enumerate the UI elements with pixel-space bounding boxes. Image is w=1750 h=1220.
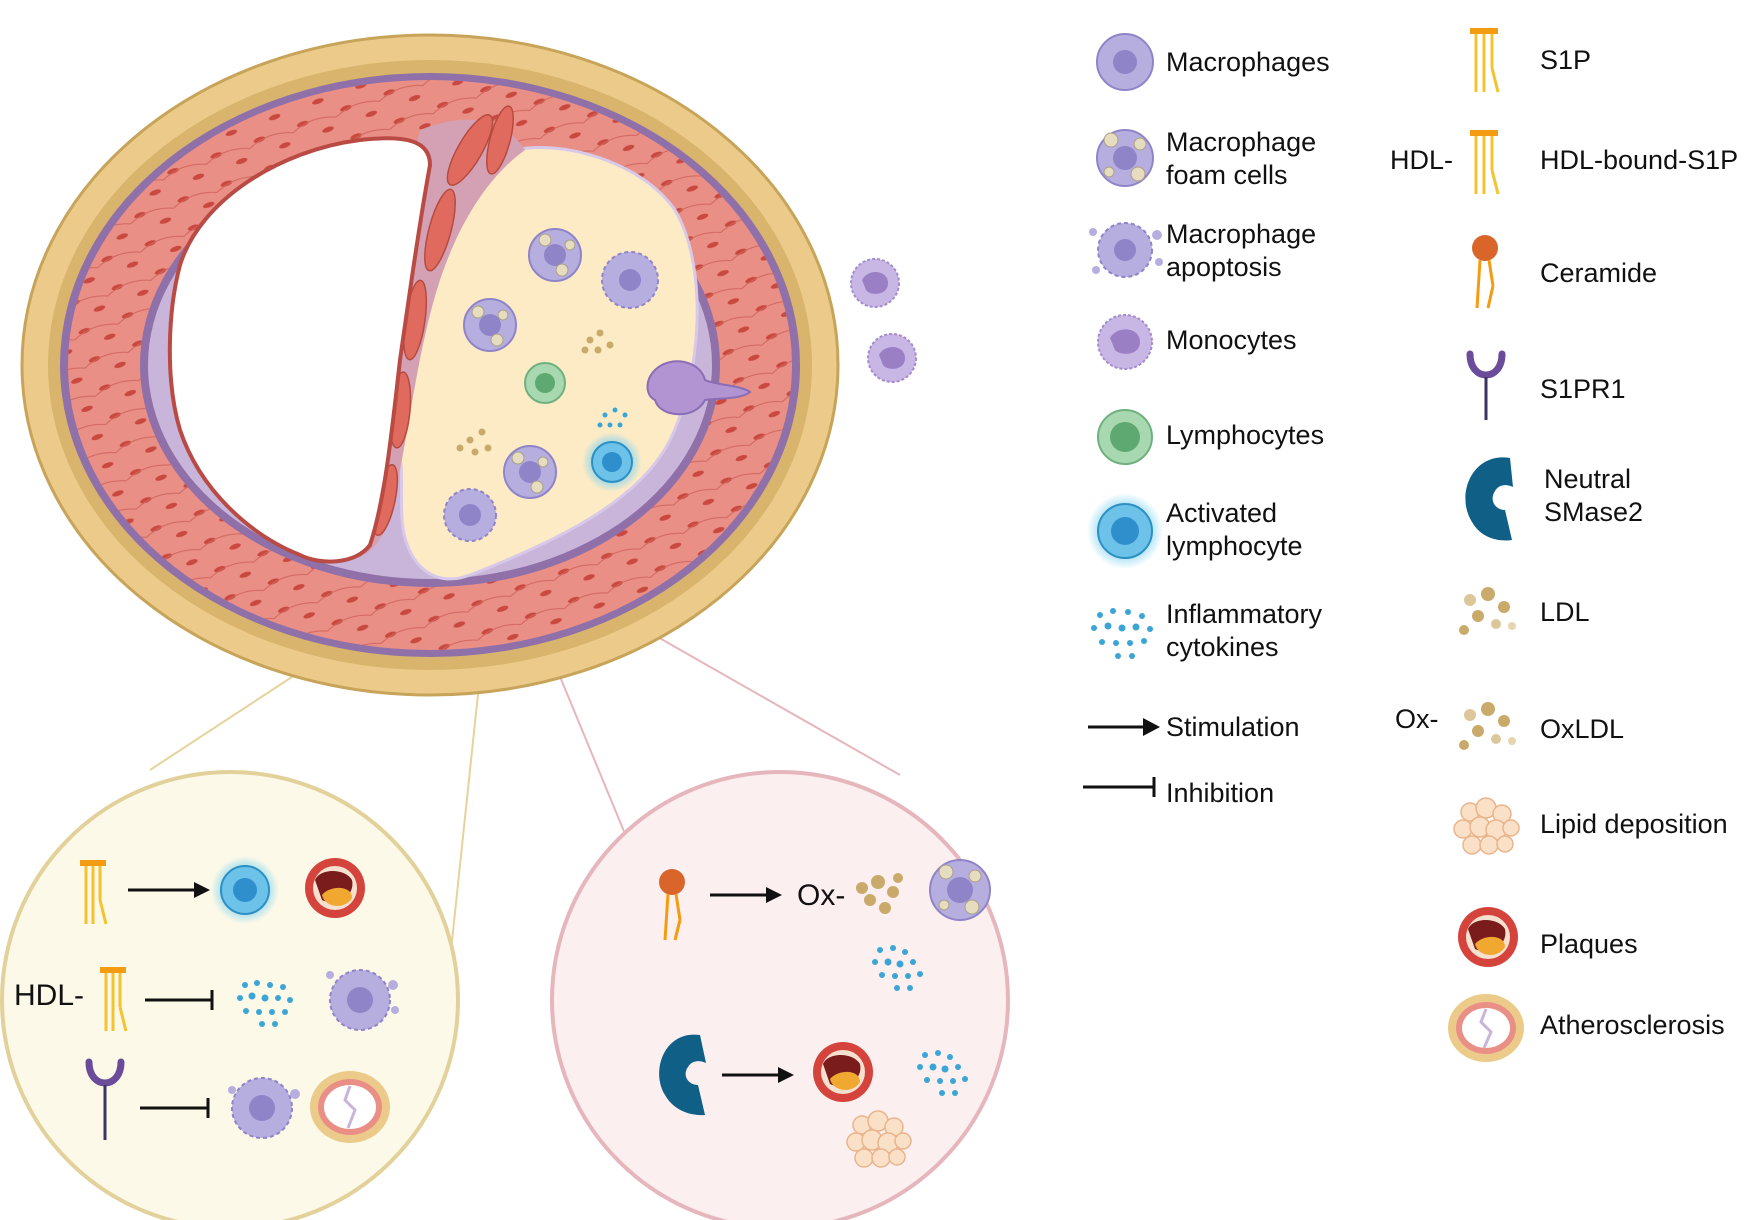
foam-cell-icon [1096,129,1154,187]
legend-label-plaques: Plaques [1540,929,1638,959]
legend-label-s1p: S1P [1540,45,1592,75]
vessel-cross-section [20,33,917,697]
monocyte-icon [1097,314,1153,370]
legend-label-lipid-deposition: Lipid deposition [1540,809,1728,839]
legend-left-icons [1083,33,1163,797]
arrow-icon [710,887,782,903]
arrow-icon [128,882,210,898]
legend-label-line: lymphocyte [1166,531,1303,561]
receptor-icon [1466,350,1506,420]
legend-label-stimulation: Stimulation [1166,712,1300,742]
s1p-icon [1470,28,1500,93]
ceramide-icon [1472,235,1498,309]
legend-label-smase2: Neutral SMase2 [1544,463,1643,529]
inhibition-icon [1083,777,1156,797]
ox-prefix-label: Ox- [797,879,845,912]
plaque-icon [1458,907,1518,967]
cytokines-icon [872,945,923,991]
hdl-s1p-icon [100,967,128,1032]
apoptosis-icon [1089,222,1163,278]
smase-icon [659,1034,706,1116]
legend-right-icons [1448,28,1524,1062]
left-zoom-panel: HDL- [0,770,460,1220]
hdl-prefix-label: HDL- [14,979,84,1012]
legend-label-s1pr1: S1PR1 [1540,374,1626,404]
legend-label-line: Macrophage [1166,219,1317,249]
circulating-monocytes [850,258,917,383]
legend-label-line: Macrophage [1166,127,1317,157]
legend-label-activated-lymphocyte: Activated lymphocyte [1166,497,1303,563]
stimulation-arrow-icon [1088,718,1160,736]
lymphocyte-icon [1097,409,1153,465]
vessel-lumen [167,136,433,564]
oxldl-icon [1459,702,1516,750]
smase-icon [1465,457,1513,541]
ceramide-icon [659,869,685,941]
foam-cell-icon [929,859,991,921]
legend-label-line: cytokines [1166,632,1279,662]
legend-label-cytokines: Inflammatory cytokines [1166,598,1322,664]
legend-label-line: Inflammatory [1166,599,1323,629]
legend-label-line: Activated [1166,498,1278,528]
atherosclerosis-icon [310,1071,390,1143]
legend-prefix-ox: Ox- [1395,704,1439,734]
inhibition-icon [140,1098,210,1118]
right-zoom-panel: Ox- [550,770,1010,1220]
legend-label-inhibition: Inhibition [1166,778,1275,808]
plaque-icon [813,1042,873,1102]
inhibition-icon [145,990,214,1010]
legend-label-lymphocytes: Lymphocytes [1166,420,1325,450]
legend-label-hdl-s1p: HDL-bound-S1P [1540,145,1739,175]
ldl-icon [1459,587,1516,635]
lipid-icon [1453,797,1520,855]
legend-label-line: SMase2 [1544,497,1644,527]
legend-label-line: Neutral [1544,464,1632,494]
legend-label-apoptosis: Macrophage apoptosis [1166,218,1316,284]
plaque-cells [443,228,752,542]
legend-label-foam-cells: Macrophage foam cells [1166,126,1316,192]
legend-label-macrophages: Macrophages [1166,47,1330,77]
lipid-icon [846,1110,912,1168]
apoptosis-icon [326,969,399,1031]
cytokines-icon [917,1050,968,1096]
receptor-icon [85,1058,125,1140]
hdl-s1p-icon [1470,130,1500,195]
plaque-icon [305,858,365,918]
s1p-icon [80,860,108,925]
apoptosis-icon [228,1077,300,1139]
activated-lymphocyte-icon [1087,493,1163,569]
legend-label-monocytes: Monocytes [1166,325,1297,355]
macrophage-icon [1096,33,1154,91]
legend-label-ceramide: Ceramide [1540,258,1658,288]
legend-label-line: apoptosis [1166,252,1282,282]
legend-label-line: foam cells [1166,160,1288,190]
atherosclerosis-icon [1448,994,1524,1062]
legend-label-ldl: LDL [1540,597,1590,627]
legend-label-atherosclerosis: Atherosclerosis [1540,1010,1725,1040]
oxldl-icon [856,873,903,914]
legend-prefix-hdl: HDL- [1390,145,1454,175]
activated-lymphocyte-icon [211,856,279,924]
cytokines-icon [1091,608,1153,659]
arrow-icon [722,1067,794,1083]
legend-label-oxldl: OxLDL [1540,714,1625,744]
cytokines-icon [237,980,293,1027]
